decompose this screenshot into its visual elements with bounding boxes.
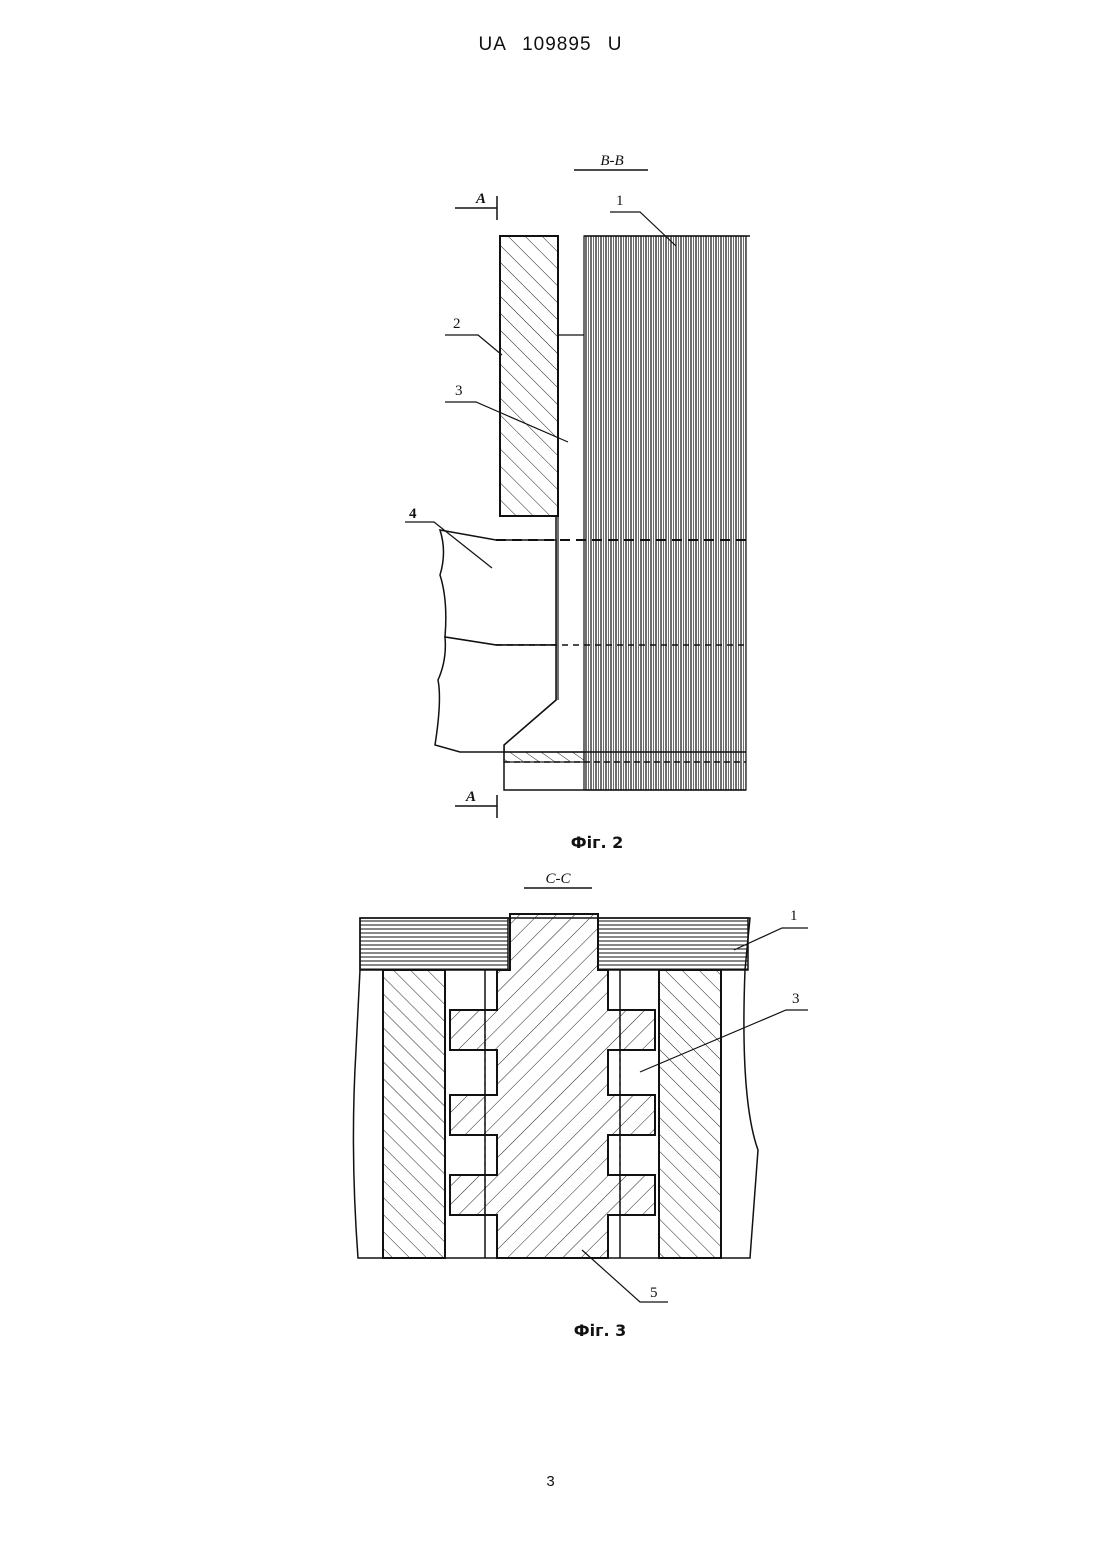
- fig2-callout-3: 3: [455, 383, 463, 399]
- fig2-caption: Фіг. 2: [571, 833, 624, 852]
- fig2-callout-2: 2: [453, 316, 461, 332]
- fig3-lamination-left: [360, 918, 508, 970]
- fig3-side-bar-right: [659, 970, 721, 1258]
- fig3-callout-5: 5: [650, 1285, 658, 1301]
- fig2-callout-4: 4: [409, 506, 417, 522]
- fig3-callout-1: 1: [790, 908, 798, 924]
- fig2-part-4-lower: [435, 637, 556, 752]
- fig2-part-2-block: [500, 236, 558, 516]
- figure-2: B-B A A 1 2 3 4: [405, 153, 750, 852]
- page-number: 3: [0, 1473, 1101, 1490]
- fig2-lamination-stack: [584, 236, 746, 790]
- fig2-part-4-upper: [440, 530, 556, 645]
- fig3-lamination-right: [598, 918, 748, 970]
- figure-3: C-C 1 3 5 Фіг. 3: [353, 871, 808, 1340]
- fig3-caption: Фіг. 3: [574, 1321, 627, 1340]
- fig2-cut-label-bottom: A: [465, 789, 476, 805]
- fig2-base-strip: [504, 752, 584, 762]
- fig3-section-label: C-C: [545, 871, 571, 887]
- fig3-callout-3: 3: [792, 991, 800, 1007]
- fig3-side-bar-left: [383, 970, 445, 1258]
- fig2-callout-1: 1: [616, 193, 624, 209]
- fig2-cut-label-top: A: [475, 191, 486, 207]
- fig2-section-label: B-B: [600, 153, 623, 169]
